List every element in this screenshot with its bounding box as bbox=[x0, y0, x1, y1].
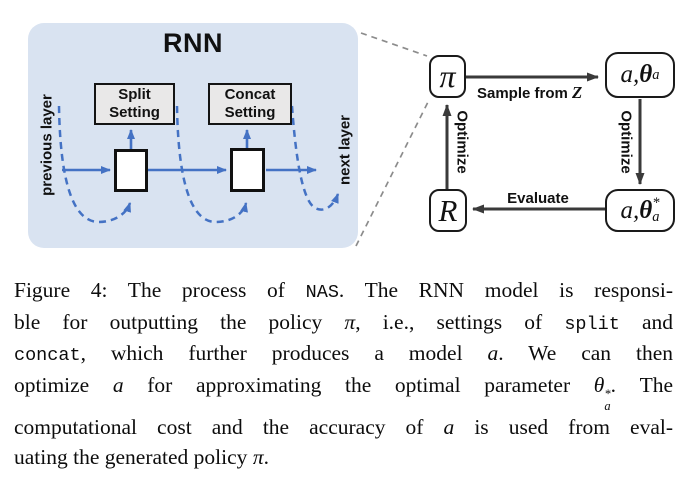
caption-line: Figure 4: The process of NAS. The RNN mo… bbox=[14, 278, 673, 303]
concat-setting-line2: Setting bbox=[224, 104, 276, 121]
callout-dash-top bbox=[360, 32, 428, 57]
next-layer-label: next layer bbox=[336, 114, 354, 186]
split-setting-line1: Split bbox=[118, 85, 151, 103]
rnn-panel bbox=[28, 23, 358, 248]
connector-layer bbox=[57, 32, 645, 247]
caption-line: ble for outputting the policy π, i.e., s… bbox=[14, 309, 673, 335]
optimize-up-label: Optimize bbox=[453, 110, 471, 174]
rnn-title: RNN bbox=[163, 28, 223, 58]
caption-line: computational cost and the accuracy of a… bbox=[14, 415, 673, 440]
recurrent-arc-2 bbox=[175, 105, 248, 224]
reward-node: R bbox=[429, 189, 467, 232]
recurrent-arc-1 bbox=[57, 105, 132, 224]
sample-from-label: Sample from Z bbox=[477, 83, 583, 102]
concat-setting-line1: Concat bbox=[224, 85, 276, 103]
callout-dash-bottom bbox=[355, 99, 430, 247]
rnn-cell-2 bbox=[230, 148, 265, 192]
figure-caption: Figure 4: The process of NAS. The RNN mo… bbox=[14, 276, 673, 472]
previous-layer-label: previous layer bbox=[38, 94, 56, 196]
evaluate-label: Evaluate bbox=[507, 190, 569, 207]
policy-node: π bbox=[429, 55, 466, 98]
optimize-down-label: Optimize bbox=[617, 110, 635, 174]
concat-setting-box: Concat Setting bbox=[208, 83, 292, 125]
caption-line: concat, which further produces a model a… bbox=[14, 341, 673, 366]
rnn-cell-1 bbox=[114, 149, 148, 192]
optimized-model-node: a, θ*a bbox=[605, 189, 675, 232]
recurrent-arc-3 bbox=[290, 105, 340, 211]
split-setting-line2: Setting bbox=[109, 104, 160, 121]
caption-line: optimize a for approximating the optimal… bbox=[14, 372, 673, 414]
split-setting-box: Split Setting bbox=[94, 83, 175, 125]
caption-line: uating the generated policy π. bbox=[14, 444, 269, 469]
